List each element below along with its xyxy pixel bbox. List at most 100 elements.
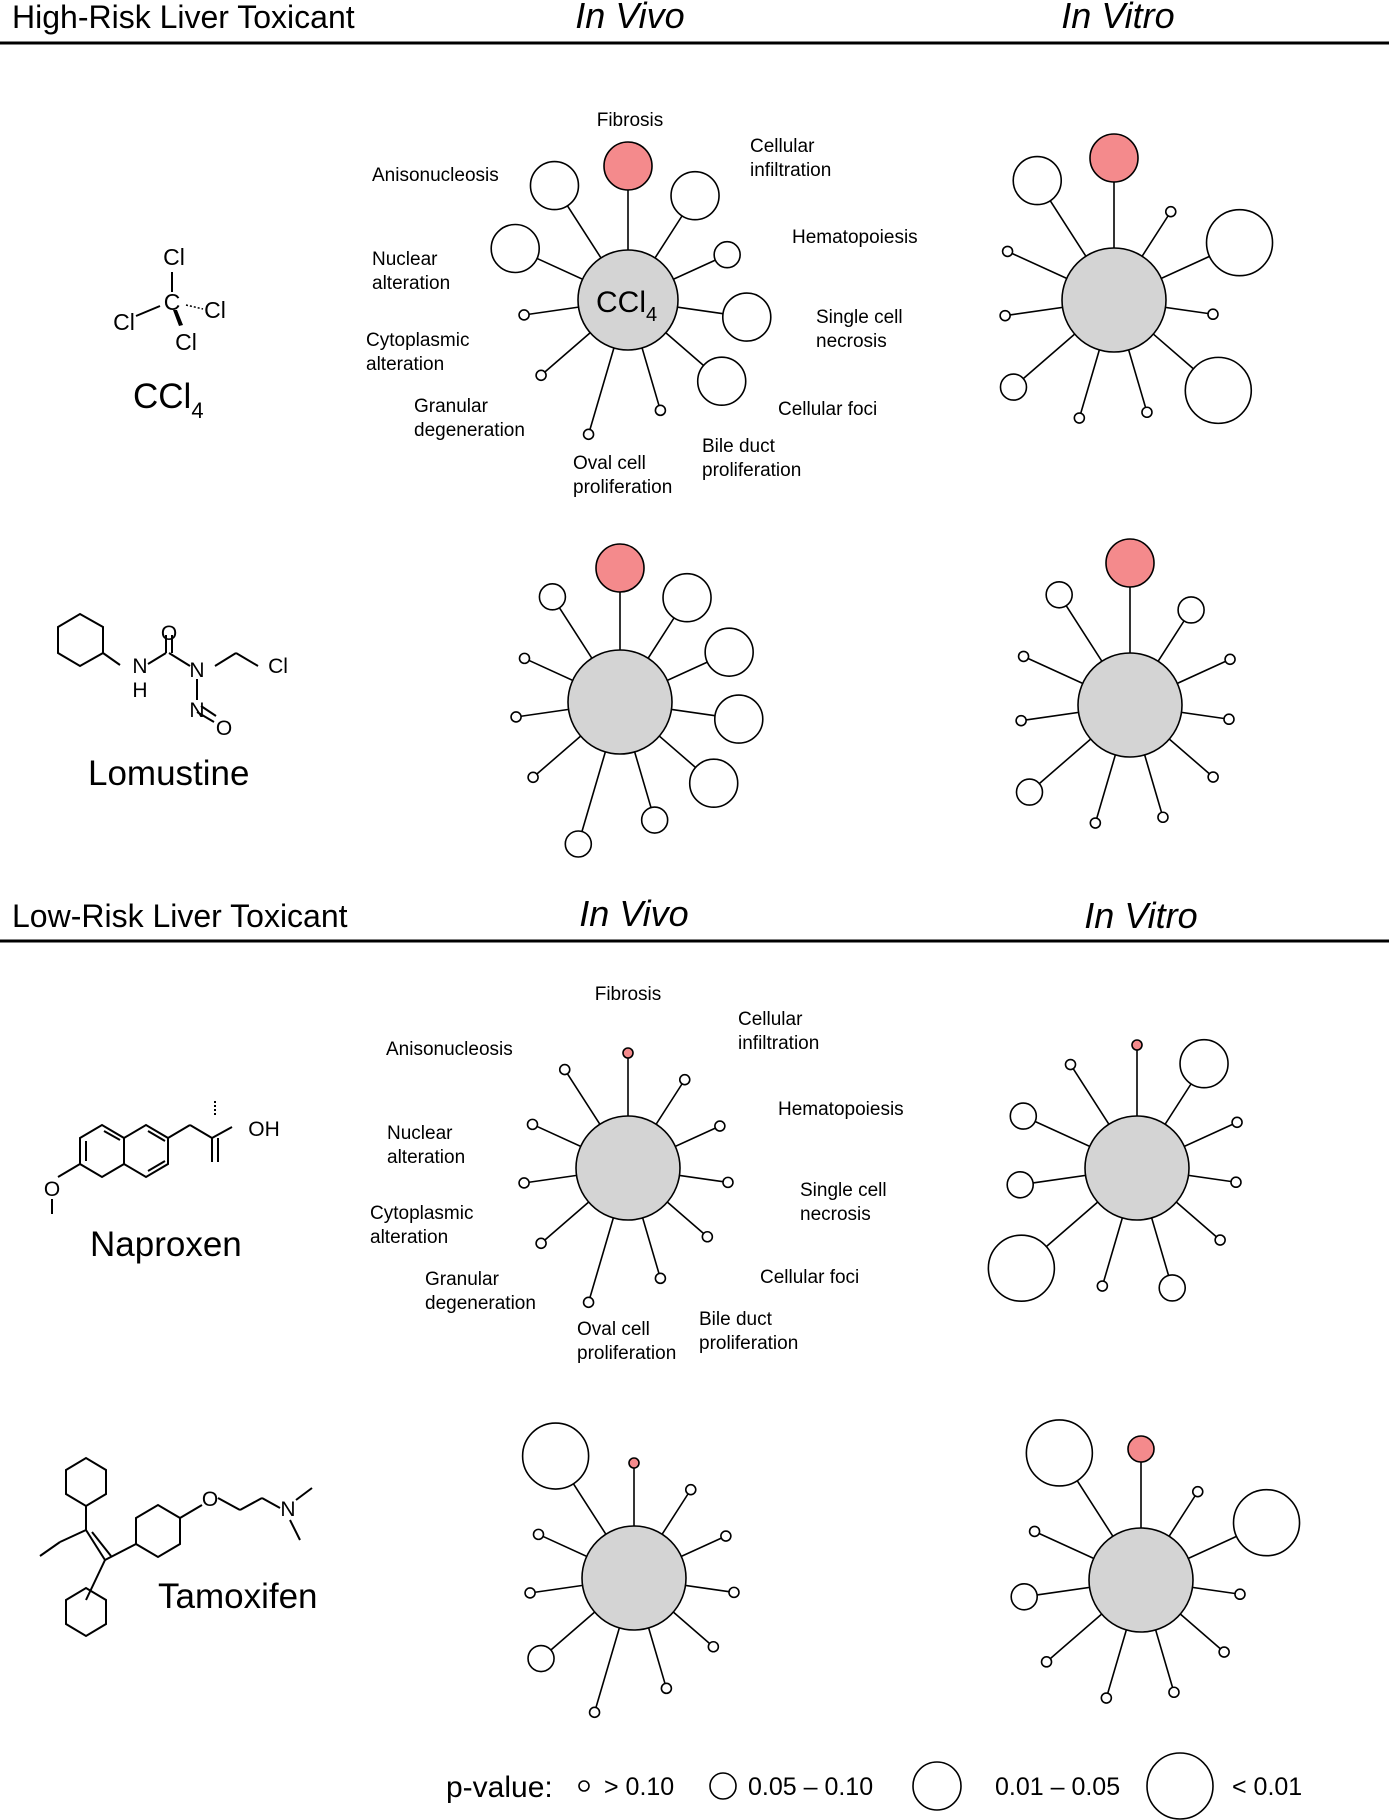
naproxen-in-vivo-node-4 xyxy=(701,1230,714,1243)
ccl4-atom-c: C xyxy=(164,289,181,315)
ccl4-in-vitro-node-5 xyxy=(1141,406,1153,419)
ccl4-in-vivo-node-3 xyxy=(721,292,772,342)
lomustine-in-vitro-node-5 xyxy=(1157,811,1169,824)
ccl4-in-vitro-node-9 xyxy=(1001,245,1014,258)
ccl4-in-vitro-node-10 xyxy=(1012,155,1063,206)
legend-swatch-gt010 xyxy=(578,1780,590,1792)
tamoxifen-in-vitro-node-9 xyxy=(1028,1525,1041,1538)
naproxen-atom-oh: OH xyxy=(248,1118,280,1141)
naproxen-in-vivo-node-6 xyxy=(582,1296,595,1309)
lomustine-in-vitro-node-4 xyxy=(1207,771,1219,783)
high-label-anisonucleosis: Anisonucleosis xyxy=(372,165,499,186)
high-label-cellular-foci: Cellular foci xyxy=(778,399,877,420)
ccl4-structure: Cl C Cl Cl Cl xyxy=(113,244,226,355)
ccl4-in-vivo-node-9 xyxy=(490,223,541,274)
ccl4-name: CCl4 xyxy=(133,377,204,423)
lomustine-in-vivo-node-6 xyxy=(564,830,593,858)
tamoxifen-in-vitro-node-0 xyxy=(1127,1435,1155,1463)
tamoxifen-in-vitro-node-5 xyxy=(1168,1686,1180,1699)
ccl4-in-vivo-node-1 xyxy=(670,170,720,221)
ccl4-in-vitro-node-1 xyxy=(1164,205,1177,218)
lomustine-in-vivo-node-8 xyxy=(510,711,522,723)
naproxen-structure xyxy=(51,1123,233,1214)
tamoxifen-in-vitro-node-1 xyxy=(1191,1485,1204,1498)
legend-swatch-lt001 xyxy=(1146,1752,1214,1820)
ccl4-in-vitro-node-7 xyxy=(999,373,1028,401)
tamoxifen-in-vivo-node-10 xyxy=(521,1422,590,1490)
ccl4-in-vivo-node-4 xyxy=(696,356,747,407)
ccl4-in-vitro-node-0 xyxy=(1089,133,1139,183)
lomustine-in-vivo-node-2 xyxy=(704,627,754,677)
ccl4-in-vivo-node-7 xyxy=(535,369,547,382)
lomustine-in-vivo-hub xyxy=(567,649,673,755)
lomustine-in-vitro-node-9 xyxy=(1017,650,1030,663)
ccl4-in-vitro-node-2 xyxy=(1205,208,1274,277)
ccl4-in-vivo-node-0 xyxy=(603,141,653,191)
lomustine-in-vitro-node-2 xyxy=(1224,653,1236,666)
lomustine-in-vivo-node-5 xyxy=(640,806,669,834)
tamoxifen-in-vivo-hub xyxy=(581,1525,687,1631)
ccl4-atom-top: Cl xyxy=(163,244,185,270)
lomustine-in-vivo-node-4 xyxy=(688,758,739,809)
tamoxifen-in-vivo-network xyxy=(521,1422,740,1719)
naproxen-in-vivo-node-2 xyxy=(714,1120,726,1132)
lomustine-in-vivo-node-10 xyxy=(538,583,567,611)
naproxen-atom-o: O xyxy=(44,1178,60,1201)
tamoxifen-in-vivo-node-2 xyxy=(720,1530,732,1542)
low-in-vitro-heading: In Vitro xyxy=(1084,895,1197,936)
low-in-vivo-heading: In Vivo xyxy=(579,893,688,934)
naproxen-in-vivo-node-10 xyxy=(558,1063,571,1076)
legend-label-gt010: > 0.10 xyxy=(604,1773,674,1801)
low-label-anisonucleosis: Anisonucleosis xyxy=(386,1039,513,1060)
high-risk-title: High-Risk Liver Toxicant xyxy=(12,0,355,35)
low-risk-title: Low-Risk Liver Toxicant xyxy=(12,898,348,934)
naproxen-in-vitro-hub xyxy=(1084,1115,1190,1221)
tamoxifen-in-vitro-node-2 xyxy=(1232,1488,1301,1557)
ccl4-in-vitro-hub xyxy=(1061,247,1167,353)
lomustine-in-vivo-node-9 xyxy=(518,652,531,665)
naproxen-in-vivo-node-0 xyxy=(622,1047,634,1059)
lomustine-atom-cl: Cl xyxy=(268,655,288,678)
lomustine-in-vitro-node-0 xyxy=(1105,538,1155,588)
lomustine-in-vivo-network xyxy=(510,543,764,858)
ccl4-in-vitro-node-3 xyxy=(1207,308,1219,321)
tamoxifen-in-vitro-node-7 xyxy=(1040,1656,1053,1668)
high-label-fibrosis: Fibrosis xyxy=(597,110,664,131)
naproxen-in-vivo-node-9 xyxy=(526,1118,539,1131)
naproxen-in-vitro-node-3 xyxy=(1230,1176,1242,1189)
ccl4-in-vivo-node-5 xyxy=(654,404,667,417)
high-label-hematopoiesis: Hematopoiesis xyxy=(792,227,918,248)
legend-label-005-010: 0.05 – 0.10 xyxy=(748,1773,873,1801)
naproxen-in-vitro-node-0 xyxy=(1131,1039,1143,1051)
naproxen-in-vivo-node-7 xyxy=(535,1237,547,1250)
ccl4-in-vivo-node-2 xyxy=(713,240,741,269)
legend-label-001-005: 0.01 – 0.05 xyxy=(995,1773,1120,1801)
tamoxifen-in-vivo-node-9 xyxy=(532,1528,545,1541)
ccl4-in-vivo-hub xyxy=(577,249,679,351)
naproxen-in-vitro-node-6 xyxy=(1096,1280,1109,1292)
low-label-fibrosis: Fibrosis xyxy=(595,984,662,1005)
lomustine-name: Lomustine xyxy=(88,754,249,793)
legend-title: p-value: xyxy=(446,1771,553,1804)
naproxen-in-vitro-node-1 xyxy=(1179,1038,1229,1089)
naproxen-in-vivo-node-8 xyxy=(518,1177,530,1189)
lomustine-structure xyxy=(57,612,259,723)
ccl4-in-vivo-node-6 xyxy=(582,428,595,441)
tamoxifen-in-vitro-node-10 xyxy=(1025,1419,1094,1487)
naproxen-in-vitro-node-8 xyxy=(1006,1170,1035,1199)
naproxen-in-vitro-node-4 xyxy=(1214,1234,1226,1246)
naproxen-in-vitro-network xyxy=(987,1038,1243,1302)
tamoxifen-atom-n: N xyxy=(280,1498,295,1521)
lomustine-in-vitro-hub xyxy=(1077,652,1183,758)
lomustine-atom-n2: N xyxy=(189,659,204,682)
tamoxifen-in-vitro-node-8 xyxy=(1010,1582,1039,1611)
lomustine-atom-o1: O xyxy=(161,622,177,645)
lomustine-in-vivo-node-0 xyxy=(595,543,645,593)
naproxen-in-vitro-node-2 xyxy=(1231,1116,1243,1129)
